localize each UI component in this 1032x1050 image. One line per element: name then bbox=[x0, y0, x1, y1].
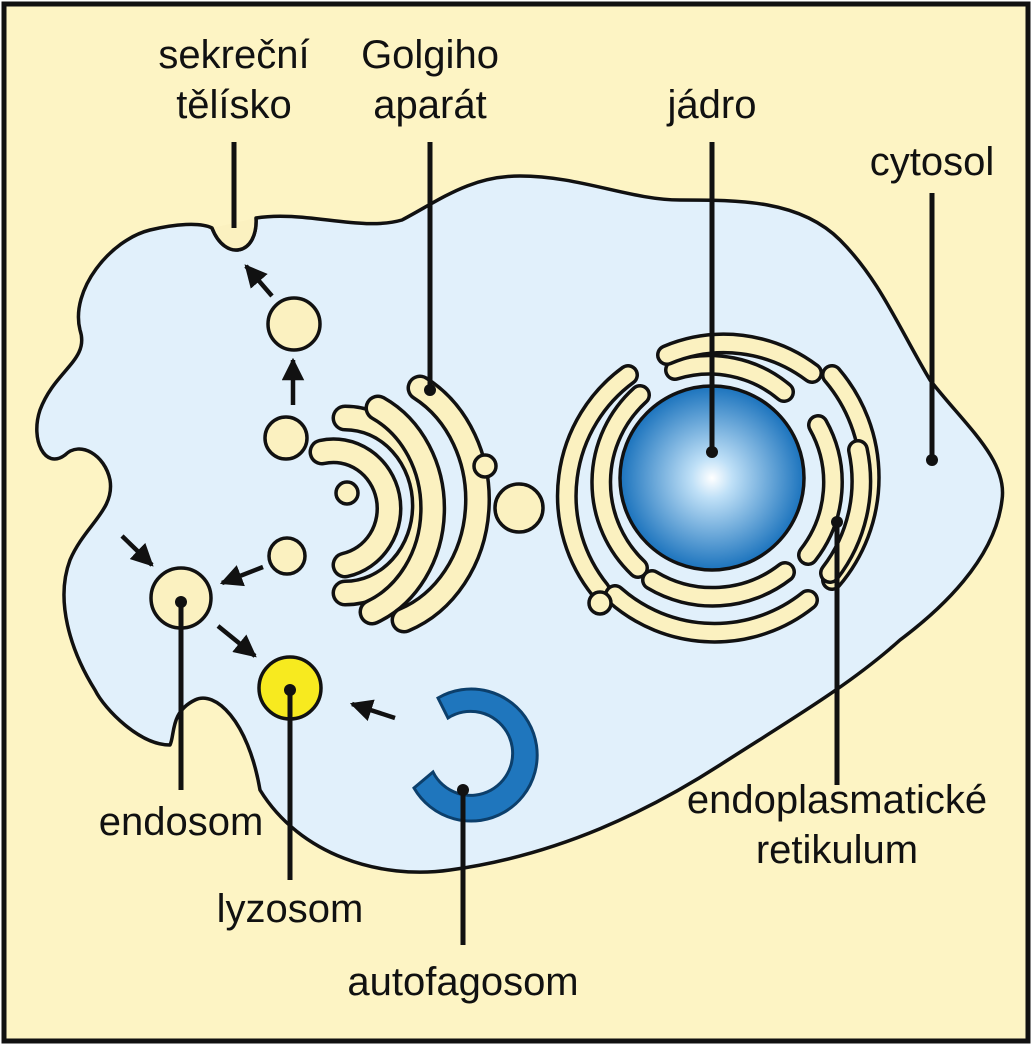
golgi-bud-inner bbox=[336, 482, 358, 504]
pointer-dot-lysosome bbox=[284, 684, 296, 696]
golgi-bud-outer bbox=[474, 455, 496, 477]
pointer-dot-autophagosome bbox=[457, 784, 469, 796]
vesicle-top bbox=[268, 298, 320, 350]
label-autophagosome: autofagosom bbox=[347, 960, 578, 1004]
label-nucleus: jádro bbox=[667, 83, 757, 127]
pointer-dot-endosome bbox=[175, 596, 187, 608]
vesicle-middle bbox=[265, 417, 307, 459]
label-lysosome: lyzosom bbox=[217, 887, 364, 931]
pointer-dot-er bbox=[831, 516, 843, 528]
pointer-dot-nucleus bbox=[706, 446, 718, 458]
label-cytosol: cytosol bbox=[870, 140, 995, 184]
label-endosome: endosom bbox=[99, 800, 264, 844]
pointer-dot-golgi bbox=[424, 384, 436, 396]
vesicle-right-golgi bbox=[495, 484, 543, 532]
label-secretory-line2: tělísko bbox=[176, 83, 292, 127]
er-bud bbox=[589, 592, 611, 614]
pointer-dot-cytosol bbox=[926, 454, 938, 466]
label-secretory-line1: sekreční bbox=[158, 33, 309, 77]
vesicle-lower bbox=[269, 538, 305, 574]
label-er-line1: endoplasmatické bbox=[687, 778, 987, 822]
label-golgi-line1: Golgiho bbox=[361, 33, 499, 77]
label-er-line2: retikulum bbox=[756, 828, 918, 872]
label-golgi-line2: aparát bbox=[373, 83, 486, 127]
